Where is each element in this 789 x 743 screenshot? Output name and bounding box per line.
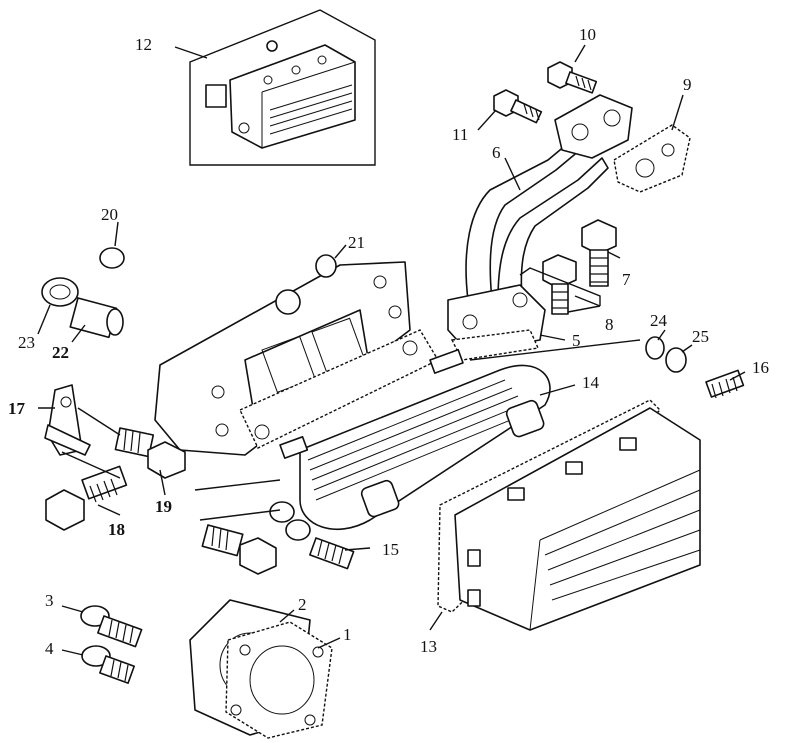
washer-25: [665, 347, 687, 373]
callout-22: 22: [52, 343, 69, 362]
o-ring-21: [315, 254, 337, 278]
bolt-7: [581, 219, 617, 287]
callout-6: 6: [492, 143, 501, 162]
callout-18: 18: [108, 520, 125, 539]
callout-4: 4: [45, 639, 54, 658]
callout-1: 1: [343, 625, 352, 644]
callout-2: 2: [298, 595, 307, 614]
callout-16: 16: [752, 358, 769, 377]
gasket-1: [225, 621, 333, 739]
oil-cooler-core-14: [279, 348, 551, 530]
callout-9: 9: [683, 75, 692, 94]
stud-16: [705, 369, 745, 399]
callout-25: 25: [692, 327, 709, 346]
leader-lines: [37, 44, 746, 656]
callout-14: 14: [582, 373, 600, 392]
bolt-8: [542, 254, 577, 315]
fitting-22: [69, 297, 124, 339]
pipe-flange-5: [447, 284, 546, 361]
callout-17: 17: [8, 399, 26, 418]
bracket-17: [44, 384, 91, 456]
callout-19: 19: [155, 497, 172, 516]
callout-3: 3: [45, 591, 54, 610]
bolt-10: [547, 61, 598, 94]
bolt-11: [493, 89, 543, 124]
washer-24: [645, 336, 665, 360]
bolt-19: [114, 427, 186, 479]
oil-pipe-6: [465, 94, 633, 301]
bolt-3: [80, 605, 143, 648]
callout-12: 12: [135, 35, 152, 54]
bolt-set-lower: [201, 501, 311, 575]
callout-20: 20: [101, 205, 118, 224]
callout-7: 7: [622, 270, 631, 289]
callout-labels: 12 10 9 11 6 20 21 7 8 24 25 5 16 14 23 …: [8, 25, 769, 658]
o-ring-20: [99, 247, 125, 269]
bolt-4: [81, 645, 135, 684]
stud-15: [309, 537, 355, 570]
callout-24: 24: [650, 311, 668, 330]
callout-5: 5: [572, 331, 581, 350]
inset-assembly-12: [189, 9, 376, 166]
callout-13: 13: [420, 637, 437, 656]
oil-cooler-housing: [154, 261, 439, 456]
bolt-18: [45, 465, 128, 531]
cover-13: [437, 399, 701, 631]
callout-21: 21: [348, 233, 365, 252]
clamp-23: [41, 277, 79, 307]
callout-8: 8: [605, 315, 614, 334]
callout-11: 11: [452, 125, 468, 144]
callout-23: 23: [18, 333, 35, 352]
callout-10: 10: [579, 25, 596, 44]
callout-15: 15: [382, 540, 399, 559]
gasket-9: [613, 124, 691, 193]
